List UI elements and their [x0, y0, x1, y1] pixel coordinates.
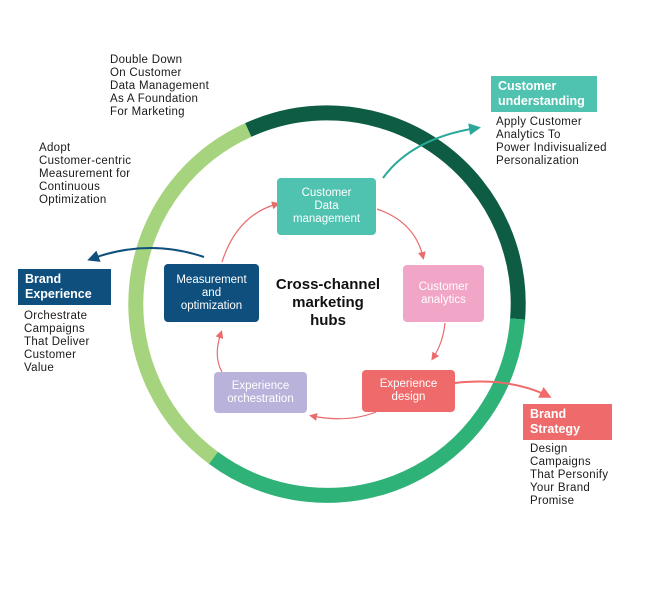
cycle-arrow-1	[376, 208, 426, 260]
node-label: Experience orchestration	[227, 379, 294, 405]
note-adopt: Adopt Customer-centric Measurement for C…	[39, 142, 132, 206]
node-label: Measurement and optimization	[176, 273, 247, 312]
arrow-to-brand-experience	[87, 246, 205, 262]
ring-segment-dark	[245, 105, 526, 320]
node-customer-data-management: Customer Data management	[277, 178, 376, 235]
arrow-to-customer-understanding	[382, 123, 481, 179]
node-label: Customer Data management	[292, 187, 361, 225]
node-label: Experience design	[379, 378, 438, 403]
center-title: Cross-channel marketing hubs	[275, 276, 381, 329]
cycle-arrow-4	[215, 330, 224, 373]
node-experience-design: Experience design	[362, 370, 455, 412]
tag-customer-understanding: Customer understanding	[491, 76, 597, 112]
cycle-arrow-3	[309, 411, 377, 421]
arrow-to-brand-strategy	[454, 380, 552, 398]
note-apply: Apply Customer Analytics To Power Indivi…	[496, 116, 607, 167]
tag-brand-experience: Brand Experience	[18, 269, 111, 305]
note-design: Design Campaigns That Personify Your Bra…	[530, 443, 609, 507]
node-experience-orchestration: Experience orchestration	[214, 372, 307, 413]
note-double-down: Double Down On Customer Data Management …	[110, 54, 210, 118]
node-customer-analytics: Customer analytics	[403, 265, 484, 322]
node-measurement-optimization: Measurement and optimization	[164, 264, 259, 322]
cycle-arrow-2	[431, 322, 446, 361]
ring-segment-mid	[208, 318, 526, 503]
ring-segment-light	[128, 123, 252, 464]
node-label: Customer analytics	[418, 280, 469, 306]
tag-brand-strategy: Brand Strategy	[523, 404, 612, 440]
cycle-arrow-5	[221, 201, 280, 263]
note-orchestrate: Orchestrate Campaigns That Deliver Custo…	[24, 310, 90, 374]
